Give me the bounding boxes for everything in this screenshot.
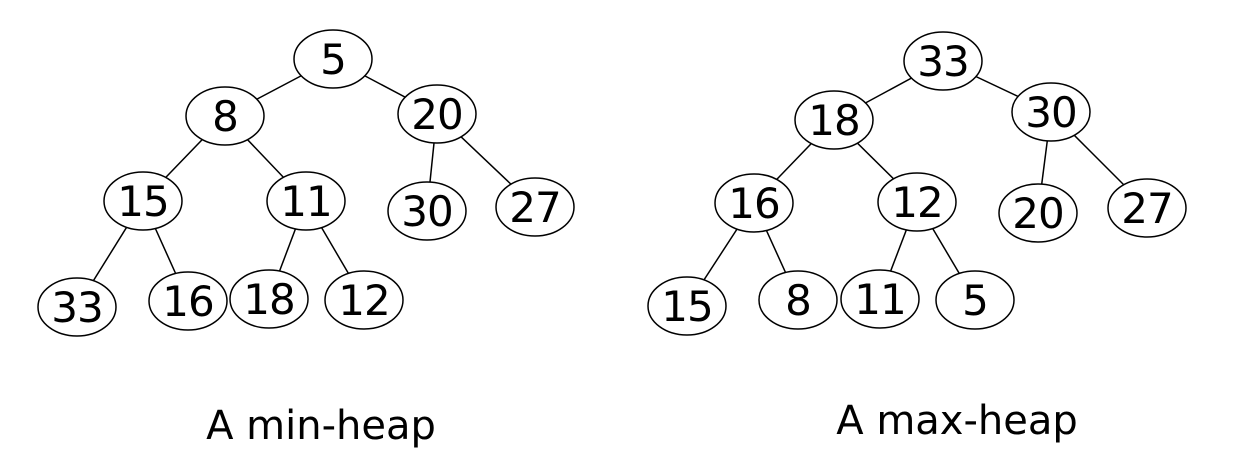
max-heap-node-18 — [794, 90, 874, 150]
min-heap-caption: A min-heap — [206, 403, 436, 449]
max-heap-node-33 — [903, 31, 983, 91]
max-heap-node-11 — [840, 269, 920, 329]
min-heap-node-15 — [103, 171, 183, 231]
min-heap-node-20 — [397, 84, 477, 144]
min-heap-node-12 — [324, 270, 404, 330]
node-label: 16 — [728, 179, 779, 228]
node-label: 11 — [854, 275, 905, 324]
min-heap-tree: 5 8 20 15 11 30 27 33 16 18 12 — [37, 29, 575, 337]
node-label: 30 — [401, 187, 452, 236]
min-heap-node-27 — [495, 177, 575, 237]
node-label: 15 — [117, 177, 168, 226]
node-label: 15 — [661, 282, 712, 331]
min-heap-node-5 — [293, 29, 373, 89]
node-label: 20 — [1012, 189, 1063, 238]
node-label: 8 — [785, 276, 811, 325]
min-heap-node-30 — [387, 181, 467, 241]
max-heap-node-5 — [935, 270, 1015, 330]
min-heap-node-11 — [266, 171, 346, 231]
node-label: 27 — [509, 183, 560, 232]
node-label: 16 — [162, 277, 213, 326]
node-label: 33 — [51, 283, 102, 332]
max-heap-node-27 — [1107, 178, 1187, 238]
node-label: 33 — [917, 37, 968, 86]
node-label: 18 — [243, 275, 294, 324]
node-label: 8 — [212, 92, 238, 141]
max-heap-node-12 — [877, 172, 957, 232]
node-label: 5 — [320, 35, 346, 84]
node-label: 30 — [1025, 88, 1076, 137]
min-heap-node-33 — [37, 277, 117, 337]
max-heap-node-16 — [714, 173, 794, 233]
node-label: 12 — [338, 276, 389, 325]
node-label: 12 — [891, 178, 942, 227]
min-heap-node-18 — [229, 269, 309, 329]
node-label: 27 — [1121, 184, 1172, 233]
min-heap-node-8 — [185, 86, 265, 146]
max-heap-tree: 33 18 30 16 12 20 27 15 8 11 5 — [647, 31, 1187, 336]
max-heap-caption: A max-heap — [836, 398, 1078, 444]
max-heap-node-20 — [998, 183, 1078, 243]
node-label: 5 — [962, 276, 988, 325]
min-heap-node-16 — [148, 271, 228, 331]
node-label: 20 — [411, 90, 462, 139]
max-heap-node-8 — [758, 270, 838, 330]
node-label: 18 — [808, 96, 859, 145]
max-heap-node-30 — [1011, 82, 1091, 142]
max-heap-node-15 — [647, 276, 727, 336]
node-label: 11 — [280, 177, 331, 226]
